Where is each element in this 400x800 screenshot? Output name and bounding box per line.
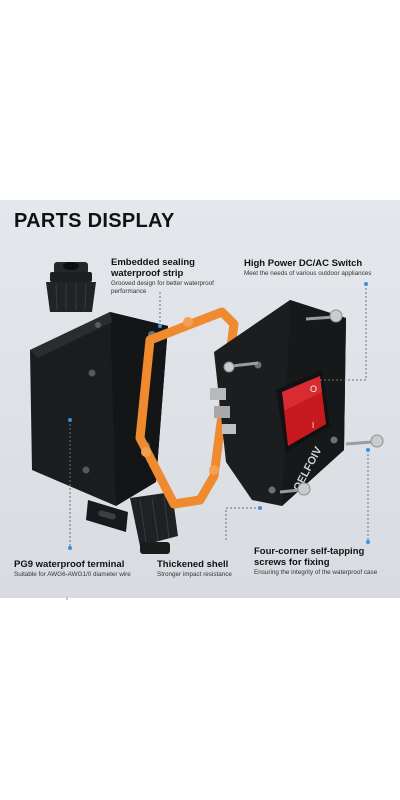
next-panel-fragment xyxy=(66,596,68,600)
callout-switch-sub: Meet the needs of various outdoor applia… xyxy=(244,270,372,277)
switch-dot xyxy=(364,282,368,286)
callout-screws: Four-corner self-tapping screws for fixi… xyxy=(254,546,400,577)
seal-dot xyxy=(158,324,162,328)
terminal-dot-bottom xyxy=(68,546,72,550)
switch-leader xyxy=(318,284,367,381)
callout-dots xyxy=(68,282,370,550)
callout-shell-sub: Stronger impact resistance xyxy=(157,571,232,578)
callout-seal-title-1: Embedded sealing xyxy=(111,257,195,268)
screw-right xyxy=(345,434,384,448)
sealing-gasket xyxy=(135,307,239,509)
shell-dot xyxy=(258,506,262,510)
callout-seal-sub-2: performance xyxy=(111,287,147,295)
screw-bottom xyxy=(279,482,311,496)
screw-left xyxy=(223,361,259,373)
screws-dot xyxy=(366,448,370,452)
callout-screws-title-2: screws for fixing xyxy=(254,557,330,568)
switch-off-mark: O xyxy=(310,384,317,394)
callout-seal: Embedded sealing waterproof strip Groove… xyxy=(111,257,251,295)
callout-screws-sub: Ensuring the integrity of the waterproof… xyxy=(254,569,378,576)
callout-shell-title: Thickened shell xyxy=(157,559,229,570)
shell-leader xyxy=(225,507,260,540)
screw-top xyxy=(305,309,343,323)
switch-on-mark: I xyxy=(312,421,314,430)
bottom-cable-gland xyxy=(130,492,178,554)
callout-terminal-sub: Suitable for AWG6-AWG1/0 diameter wire xyxy=(14,571,131,578)
callout-seal-sub-1: Grooved design for better waterproof xyxy=(111,280,214,287)
terminal-dot xyxy=(68,418,72,422)
page-title: PARTS DISPLAY xyxy=(14,210,175,232)
top-cable-gland xyxy=(46,262,96,312)
screws-dot-bottom xyxy=(366,540,370,544)
callout-switch-title: High Power DC/AC Switch xyxy=(244,258,363,269)
red-rocker-switch: O I xyxy=(276,370,330,452)
callout-screws-title-1: Four-corner self-tapping xyxy=(254,546,365,557)
housing-box xyxy=(30,262,178,554)
callout-shell: Thickened shell Stronger impact resistan… xyxy=(157,559,257,579)
callout-switch: High Power DC/AC Switch Meet the needs o… xyxy=(244,258,399,278)
callout-terminal-title: PG9 waterproof terminal xyxy=(14,559,125,570)
parts-display-panel: PARTS DISPLAY xyxy=(0,200,400,598)
callout-leaders xyxy=(69,284,369,548)
callout-terminal: PG9 waterproof terminal Suitable for AWG… xyxy=(14,559,164,579)
switch-panel: O I OELFOIV xyxy=(210,300,346,506)
product-illustration: O I OELFOIV xyxy=(30,262,384,554)
callout-seal-title-2: waterproof strip xyxy=(111,268,184,279)
